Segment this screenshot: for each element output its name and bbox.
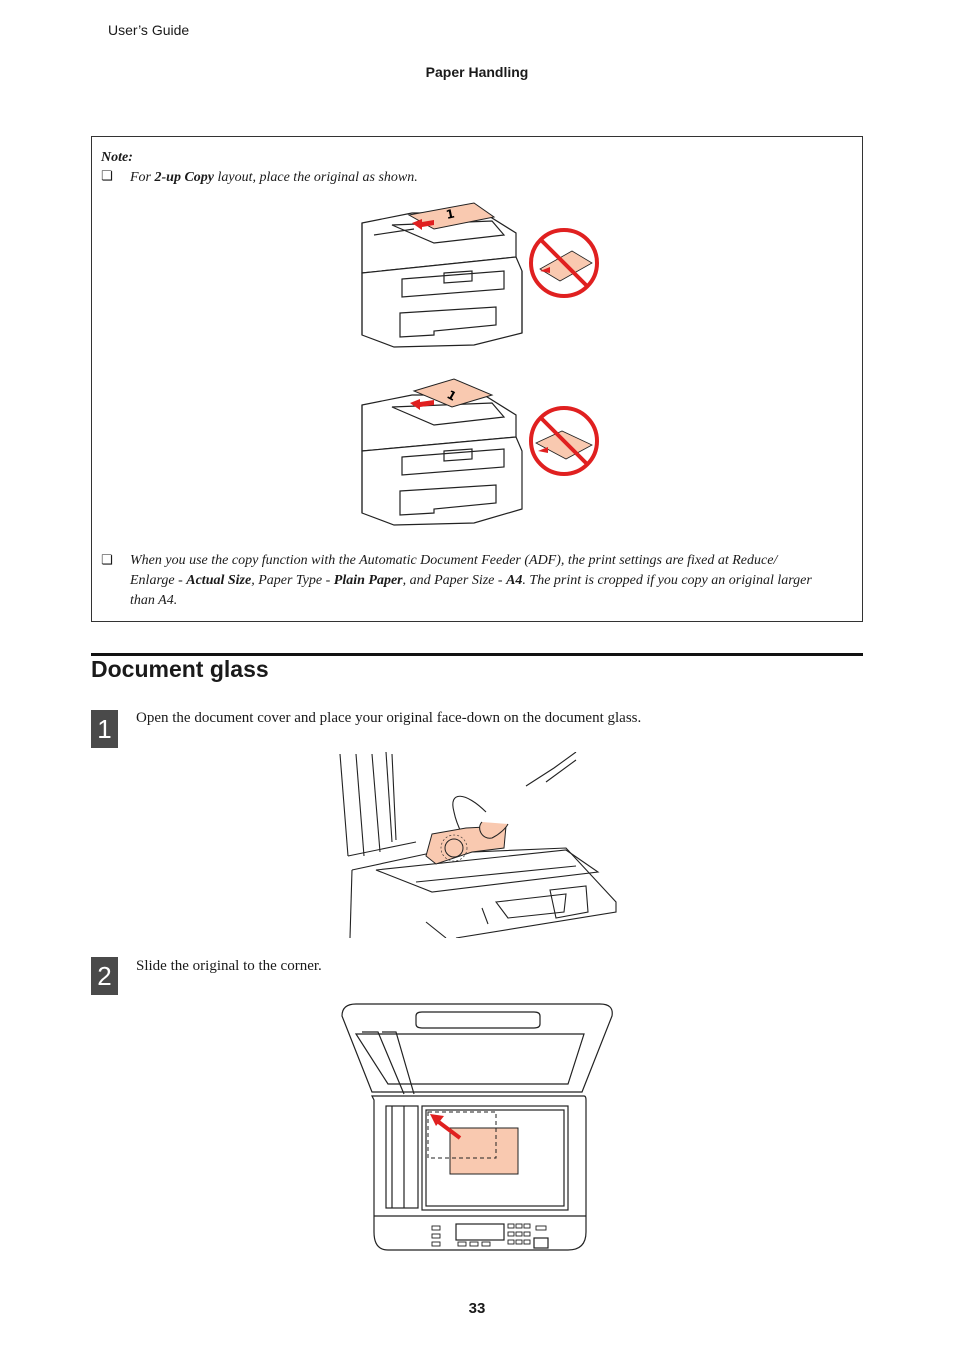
figure-page-number: 1 [445,207,456,222]
note-line: When you use the copy function with the … [130,553,778,568]
note-box: Note: ❏ For 2-up Copy layout, place the … [91,136,863,622]
document-glass-open-figure [339,752,617,938]
note-line: Enlarge - Actual Size, Paper Type - Plai… [130,571,812,591]
note-text-span: Enlarge - [130,573,187,588]
document-glass-top-figure [341,1003,613,1251]
note-bold-span: A4 [506,573,523,588]
page-number: 33 [468,1300,486,1317]
adf-portrait-figure: 1 [361,378,523,526]
adf-landscape-figure: 1 [361,202,523,348]
header-section-title: Paper Handling [425,64,529,80]
prohibited-icon [529,406,599,476]
arrow-icon [410,399,434,410]
original-document-shape [449,1127,519,1175]
note-title: Note: [101,150,133,165]
section-rule [91,653,863,656]
note-bold-span: Actual Size [186,573,252,588]
checkbox-bullet-icon: ❏ [101,553,113,568]
arrow-icon [412,219,434,230]
prohibited-icon [529,228,599,298]
step-1-badge: 1 [91,710,118,748]
note-bold-span: 2-up Copy [154,170,215,185]
slide-arrow-icon [434,1118,462,1140]
header-guide-title: User’s Guide [108,22,190,38]
note-item-adf: When you use the copy function with the … [130,551,812,611]
note-text-span: , and Paper Size - [402,573,507,588]
target-corner-outline [427,1111,497,1159]
step-2-text: Slide the original to the corner. [136,958,322,974]
note-text-span: , Paper Type - [251,573,334,588]
section-title: Document glass [91,656,269,682]
sun-graphic [444,838,464,858]
note-bold-span: Plain Paper [333,573,403,588]
note-text-span: . The print is cropped if you copy an or… [522,573,812,588]
checkbox-bullet-icon: ❏ [101,169,113,184]
note-text-span: For [130,170,155,185]
note-line: than A4. [130,593,178,608]
step-1-text: Open the document cover and place your o… [136,710,642,726]
note-item-2up: For 2-up Copy layout, place the original… [130,168,418,188]
note-text-span: layout, place the original as shown. [214,170,418,185]
step-2-badge: 2 [91,957,118,995]
